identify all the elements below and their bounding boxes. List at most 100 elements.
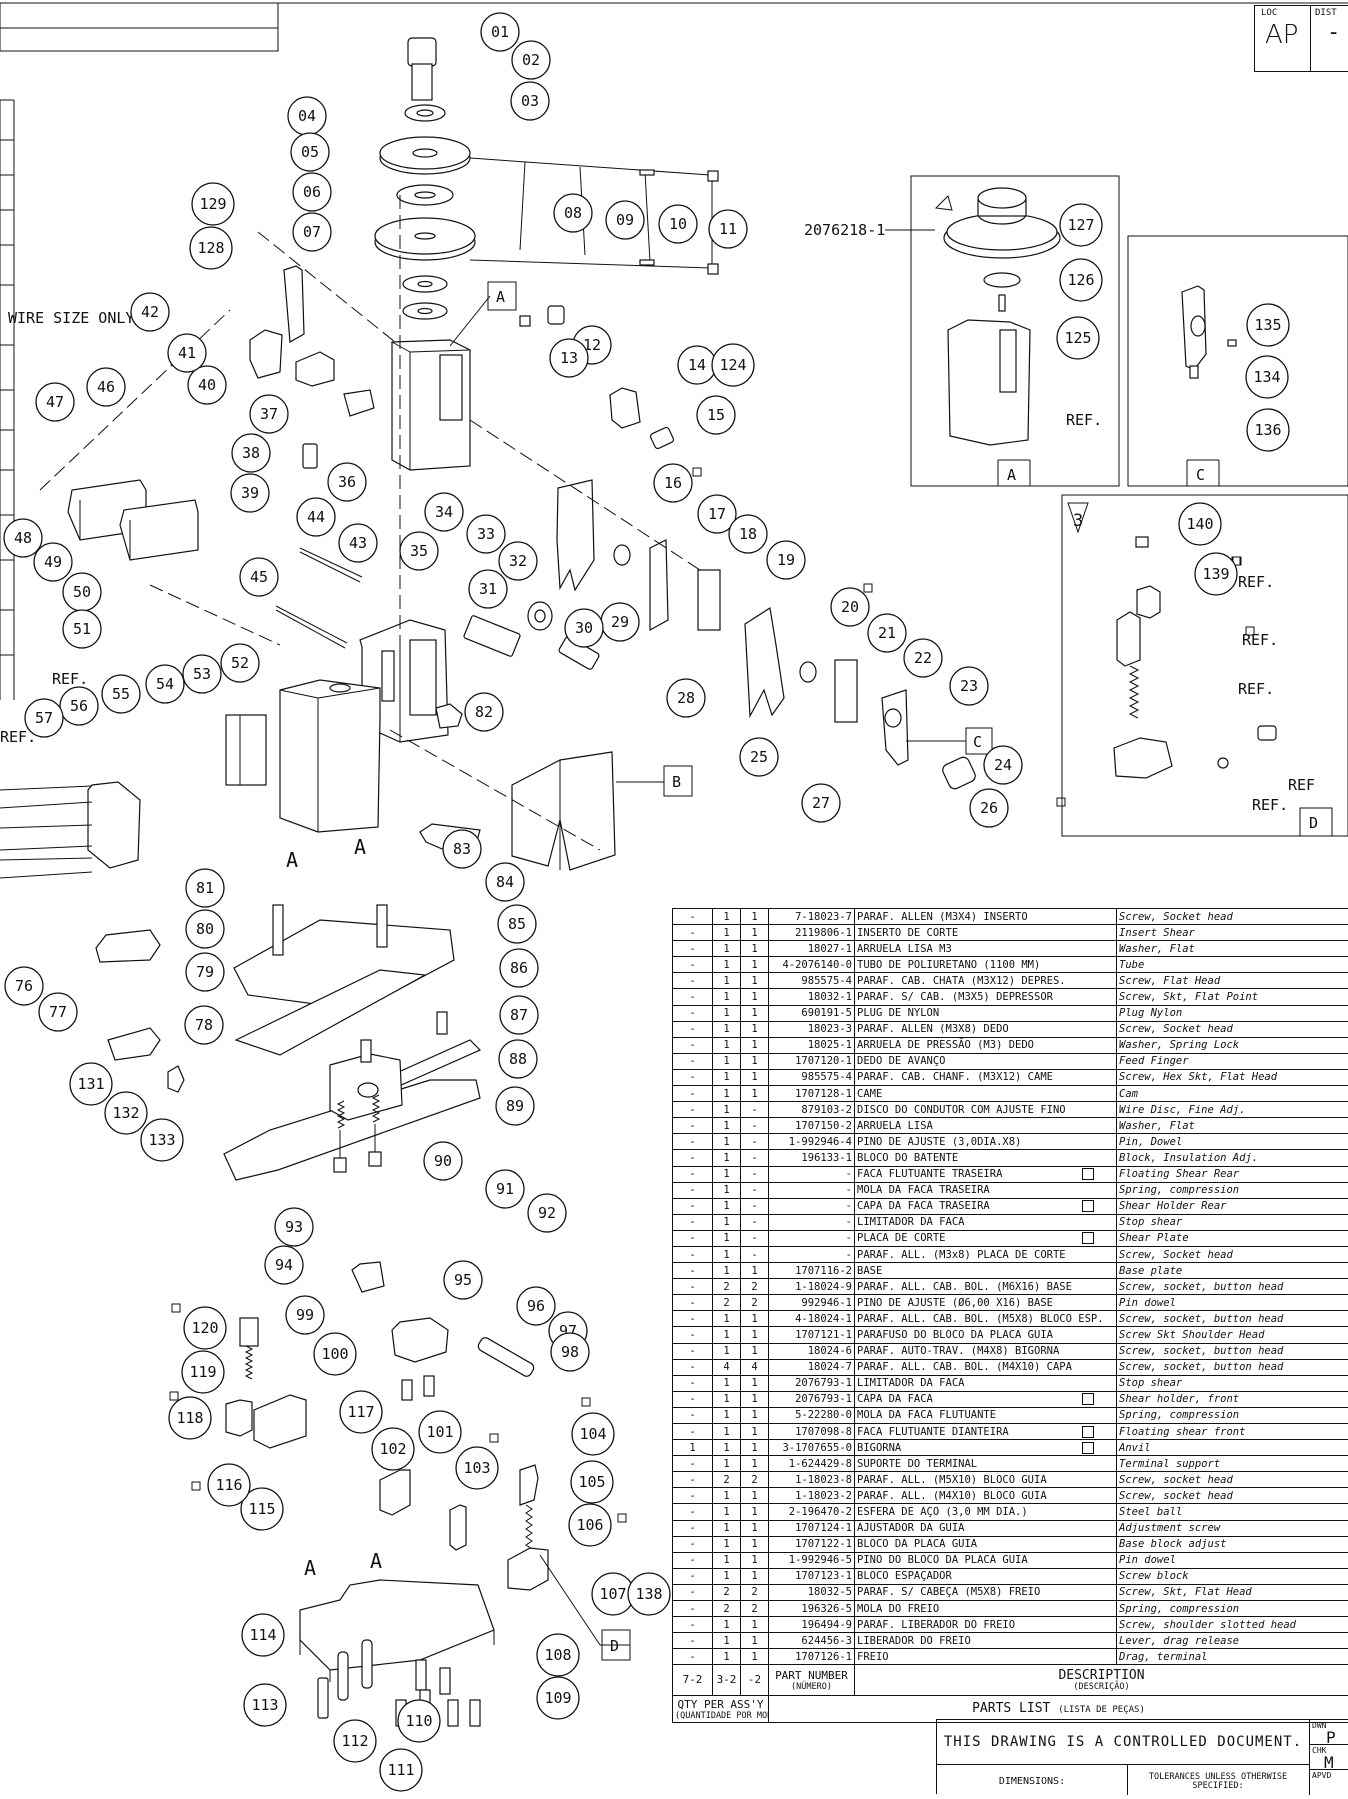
balloon-number: 91	[496, 1180, 514, 1198]
balloon-number: 40	[198, 376, 216, 394]
balloon-111: 111	[380, 1749, 422, 1791]
balloon-number: 88	[509, 1050, 527, 1068]
balloon-110: 110	[398, 1700, 440, 1742]
qty-3-2: 1	[713, 1407, 741, 1423]
description-en: Base plate	[1117, 1263, 1348, 1279]
balloon-number: 84	[496, 873, 514, 891]
qty-2: -	[741, 1102, 769, 1118]
balloon-number: 01	[491, 23, 509, 41]
qty-3-2: 1	[713, 1246, 741, 1262]
description-en: Terminal support	[1117, 1456, 1348, 1472]
balloon-number: 31	[479, 580, 497, 598]
part-number: 196326-5	[769, 1601, 855, 1617]
qty-2: -	[741, 1150, 769, 1166]
qty-2: 1	[741, 1488, 769, 1504]
description-en: Screw block	[1117, 1568, 1348, 1584]
part-number: 1707122-1	[769, 1536, 855, 1552]
qty-3-2: 1	[713, 1214, 741, 1230]
description-en: Screw, Skt, Flat Point	[1117, 989, 1348, 1005]
qty-7-2: -	[673, 1086, 713, 1102]
balloon-number: 85	[508, 915, 526, 933]
part-number: 4-18024-1	[769, 1311, 855, 1327]
balloon-83: 83	[443, 830, 481, 868]
balloon-138: 138	[628, 1573, 670, 1615]
part-number: 1707150-2	[769, 1118, 855, 1134]
qty-7-2: -	[673, 1246, 713, 1262]
balloon-number: 46	[97, 378, 115, 396]
balloon-05: 05	[291, 133, 329, 171]
balloon-number: 05	[301, 143, 319, 161]
balloon-number: 22	[914, 649, 932, 667]
qty-2: 2	[741, 1601, 769, 1617]
balloon-128: 128	[190, 227, 232, 269]
balloon-113: 113	[244, 1684, 286, 1726]
balloon-number: 107	[599, 1585, 626, 1603]
balloon-114: 114	[242, 1614, 284, 1656]
part-number: 879103-2	[769, 1102, 855, 1118]
description-pt: DEDO DE AVANÇO	[855, 1053, 1117, 1069]
description-pt: PARAF. ALL. CAB. BOL. (M6X16) BASE	[855, 1279, 1117, 1295]
qty-7-2: -	[673, 1069, 713, 1085]
balloon-109: 109	[537, 1677, 579, 1719]
balloon-87: 87	[500, 996, 538, 1034]
balloon-30: 30	[565, 609, 603, 647]
qty-3-2: 1	[713, 1166, 741, 1182]
part-number: -	[769, 1182, 855, 1198]
balloon-number: 114	[249, 1626, 276, 1644]
balloon-57: 57	[25, 699, 63, 737]
balloon-number: 07	[303, 223, 321, 241]
description-pt: FACA FLUTUANTE TRASEIRA	[855, 1166, 1117, 1182]
balloon-number: 93	[285, 1218, 303, 1236]
qty-header: QTY PER ASS'Y(QUANTIDADE POR MONTAGEM)	[673, 1696, 769, 1723]
balloon-number: 99	[296, 1306, 314, 1324]
part-number: 2-196470-2	[769, 1504, 855, 1520]
qty-2: 1	[741, 941, 769, 957]
part-number: 18024-6	[769, 1343, 855, 1359]
balloon-number: 106	[576, 1516, 603, 1534]
qty-3-2: 1	[713, 1552, 741, 1568]
balloon-number: 10	[669, 215, 687, 233]
qty-7-2: -	[673, 1488, 713, 1504]
balloon-82: 82	[465, 693, 503, 731]
balloon-number: 52	[231, 654, 249, 672]
qty-7-2: -	[673, 1601, 713, 1617]
balloon-34: 34	[425, 493, 463, 531]
qty-7-2: -	[673, 1359, 713, 1375]
balloon-number: 78	[195, 1016, 213, 1034]
part-number: -	[769, 1214, 855, 1230]
balloon-23: 23	[950, 667, 988, 705]
description-en: Lever, drag release	[1117, 1633, 1348, 1649]
balloon-number: 04	[298, 107, 316, 125]
chk-value: M	[1324, 1753, 1334, 1772]
part-number: -	[769, 1198, 855, 1214]
balloon-89: 89	[496, 1087, 534, 1125]
balloon-number: 109	[544, 1689, 571, 1707]
balloon-number: 112	[341, 1732, 368, 1750]
balloon-117: 117	[340, 1391, 382, 1433]
balloon-number: 27	[812, 794, 830, 812]
description-pt: PARAF. S/ CABEÇA (M5X8) FREIO	[855, 1584, 1117, 1600]
description-pt: SUPORTE DO TERMINAL	[855, 1456, 1117, 1472]
balloon-01: 01	[481, 13, 519, 51]
qty-2: -	[741, 1230, 769, 1246]
description-label-pt: (DESCRIÇÃO)	[857, 1683, 1346, 1692]
balloon-25: 25	[740, 738, 778, 776]
qty-2: 1	[741, 1520, 769, 1536]
qty-3-2: 1	[713, 1263, 741, 1279]
qty-label: QTY PER ASS'Y	[677, 1698, 763, 1711]
balloon-number: 104	[579, 1425, 606, 1443]
qty-3-2: 1	[713, 1005, 741, 1021]
balloon-28: 28	[667, 679, 705, 717]
qty-7-2: -	[673, 1230, 713, 1246]
